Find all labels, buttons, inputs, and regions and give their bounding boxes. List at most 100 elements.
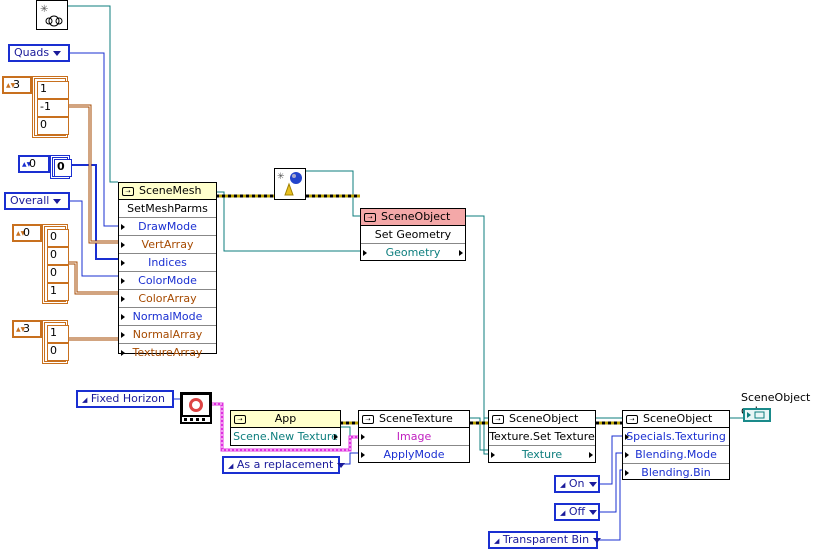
fixed-horizon-enum[interactable]: ◢ Fixed Horizon xyxy=(76,390,174,408)
colorarray-cell[interactable]: 0 xyxy=(47,265,69,283)
indices-constant[interactable]: 0 xyxy=(50,155,72,179)
param-geometry[interactable]: Geometry xyxy=(361,244,465,261)
scenetexture-node[interactable]: ⇢SceneTexture Image ApplyMode xyxy=(358,410,470,463)
normalarray-cell[interactable]: 0 xyxy=(47,343,69,361)
sceneobject-property-node[interactable]: ⇢SceneObject Specials.Texturing Blending… xyxy=(622,410,730,480)
input-arrow-icon xyxy=(121,296,125,302)
input-arrow-icon xyxy=(625,434,629,440)
indices-cell[interactable]: 0 xyxy=(54,159,72,177)
applymode-enum[interactable]: ◢ As a replacement xyxy=(222,456,346,474)
chevron-down-icon xyxy=(53,198,62,204)
param-texturearray[interactable]: TextureArray xyxy=(119,344,216,361)
normalarray-constant[interactable]: 1 0 xyxy=(42,320,69,364)
chevron-down-icon xyxy=(589,509,598,515)
texturing-enum[interactable]: ◢ On xyxy=(554,475,600,493)
sceneobject-header: ⇢SceneObject xyxy=(361,209,465,226)
sceneobject-header: ⇢SceneObject xyxy=(489,411,595,428)
sceneobject-geometry-node[interactable]: ⇢SceneObject Set Geometry Geometry xyxy=(360,208,466,261)
param-vertarray[interactable]: VertArray xyxy=(119,236,216,254)
refnum-icon: ⇢ xyxy=(234,415,246,424)
param-texture[interactable]: Texture xyxy=(489,446,595,463)
wire-bin xyxy=(598,469,622,541)
refnum-icon: ⇢ xyxy=(362,415,374,424)
input-arrow-icon xyxy=(121,242,125,248)
wire-mesh-ref xyxy=(68,5,118,183)
scenemesh-node[interactable]: ⇢SceneMesh SetMeshParms DrawMode VertArr… xyxy=(118,182,217,359)
wire-texture-in xyxy=(483,418,488,455)
wire-indices xyxy=(70,164,118,260)
drawmode-value: Quads xyxy=(14,46,50,59)
param-drawmode[interactable]: DrawMode xyxy=(119,218,216,236)
colorarray-cell[interactable]: 0 xyxy=(47,229,69,247)
param-normalarray[interactable]: NormalArray xyxy=(119,326,216,344)
chevron-down-icon xyxy=(593,537,602,543)
wire-off xyxy=(600,452,622,513)
input-arrow-icon xyxy=(121,224,125,230)
blending-bin-enum[interactable]: ◢ Transparent Bin xyxy=(488,531,602,549)
input-arrow-icon xyxy=(121,278,125,284)
wire-object-ref xyxy=(305,170,360,217)
normalarray-index[interactable]: ▲▼3 xyxy=(12,320,42,338)
input-arrow-icon xyxy=(121,332,125,338)
param-indices[interactable]: Indices xyxy=(119,254,216,272)
input-arrow-icon xyxy=(491,452,495,458)
sceneobject-out-indicator[interactable] xyxy=(743,408,771,422)
param-blending-bin[interactable]: Blending.Bin xyxy=(623,464,729,481)
param-normalmode[interactable]: NormalMode xyxy=(119,308,216,326)
vertarray-cell[interactable]: 1 xyxy=(37,81,69,99)
wire-on xyxy=(600,435,622,485)
scene-object-icon[interactable]: ✳ xyxy=(274,168,306,200)
spin-icon: ▲▼ xyxy=(6,81,16,89)
chevron-down-icon: ◢ xyxy=(494,537,500,545)
input-arrow-icon xyxy=(625,452,629,458)
input-arrow-icon xyxy=(361,452,365,458)
vertarray-constant[interactable]: 1 -1 0 xyxy=(32,76,69,138)
normalarray-cell[interactable]: 1 xyxy=(47,325,69,343)
vertarray-cell[interactable]: -1 xyxy=(37,99,69,117)
sceneobject-texture-node[interactable]: ⇢SceneObject Texture.Set Texture Texture xyxy=(488,410,596,463)
spin-icon: ▲▼ xyxy=(22,160,32,168)
svg-text:✳: ✳ xyxy=(40,4,48,15)
param-colorarray[interactable]: ColorArray xyxy=(119,290,216,308)
wire-colormode xyxy=(70,200,118,277)
input-arrow-icon xyxy=(361,434,365,440)
output-arrow-icon xyxy=(589,452,593,458)
input-arrow-icon xyxy=(121,314,125,320)
colorarray-cell[interactable]: 0 xyxy=(47,247,69,265)
indices-index[interactable]: ▲▼0 xyxy=(18,155,50,173)
output-arrow-icon xyxy=(459,250,463,256)
wire-object-chain xyxy=(466,215,488,419)
param-image[interactable]: Image xyxy=(359,428,469,446)
app-header: ⇢App xyxy=(231,411,340,428)
sceneobject-header: ⇢SceneObject xyxy=(623,411,729,428)
drawmode-enum[interactable]: Quads xyxy=(8,44,70,62)
colorarray-cell[interactable]: 1 xyxy=(47,283,69,301)
scenemesh-method: SetMeshParms xyxy=(119,200,216,218)
spin-icon: ▲▼ xyxy=(16,229,26,237)
app-node[interactable]: ⇢App Scene.New Texture xyxy=(230,410,341,446)
refnum-icon: ⇢ xyxy=(364,213,376,222)
output-arrow-icon xyxy=(334,434,338,440)
colorarray-index[interactable]: ▲▼0 xyxy=(12,224,42,242)
param-colormode[interactable]: ColorMode xyxy=(119,272,216,290)
colorarray-constant[interactable]: 0 0 0 1 xyxy=(42,224,69,304)
vertarray-index[interactable]: ▲▼3 xyxy=(2,76,32,94)
chevron-down-icon: ◢ xyxy=(82,396,88,404)
blending-mode-enum[interactable]: ◢ Off xyxy=(554,503,600,521)
input-arrow-icon xyxy=(121,260,125,266)
input-arrow-icon xyxy=(625,470,629,476)
param-scene-new-texture[interactable]: Scene.New Texture xyxy=(233,430,338,443)
colormode-enum[interactable]: Overall xyxy=(4,192,70,210)
input-arrow-icon xyxy=(363,250,367,256)
svg-text:✳: ✳ xyxy=(277,172,285,182)
param-specials-texturing[interactable]: Specials.Texturing xyxy=(623,428,729,446)
vertarray-cell[interactable]: 0 xyxy=(37,117,69,135)
image-file-icon[interactable] xyxy=(180,392,212,424)
param-blending-mode[interactable]: Blending.Mode xyxy=(623,446,729,464)
spin-icon: ▲▼ xyxy=(16,325,26,333)
param-applymode[interactable]: ApplyMode xyxy=(359,446,469,463)
refnum-icon: ⇢ xyxy=(122,187,134,196)
mesh-refnum-icon[interactable]: ✳ xyxy=(36,0,68,30)
scenetexture-header: ⇢SceneTexture xyxy=(359,411,469,428)
